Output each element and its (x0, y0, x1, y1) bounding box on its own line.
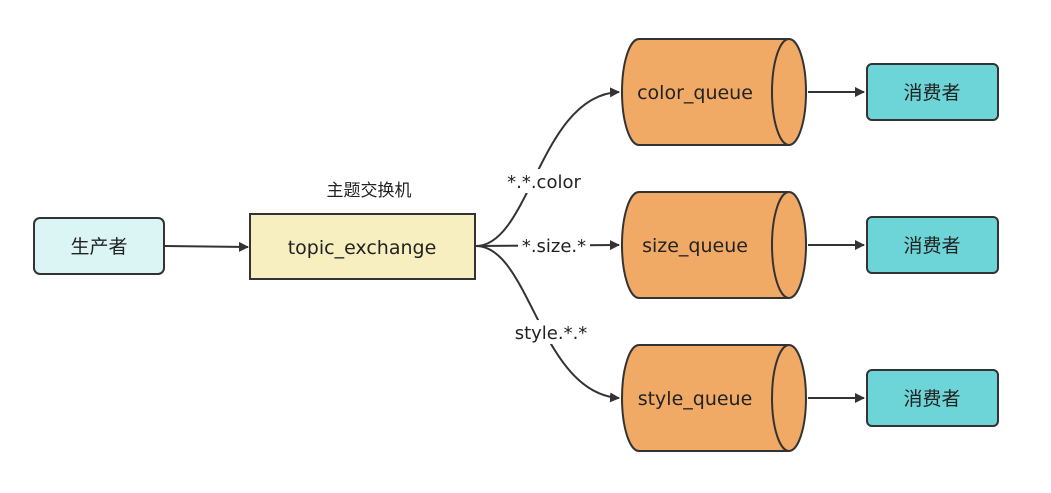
queue-style: style_queue (621, 344, 807, 452)
queue-size-label: size_queue (642, 235, 748, 257)
queue-style-label: style_queue (638, 388, 753, 410)
routing-key-style: style.*.* (515, 323, 588, 344)
consumer-2: 消费者 (866, 216, 999, 274)
routing-key-color-bg (502, 169, 586, 193)
queue-color-label: color_queue (637, 82, 753, 104)
producer-node: 生产者 (33, 217, 165, 275)
routing-key-size-bg (518, 234, 590, 258)
exchange-label: topic_exchange (288, 237, 437, 259)
consumer-1: 消费者 (866, 63, 999, 121)
queue-style-cap (771, 344, 790, 452)
consumer-2-label: 消费者 (903, 235, 960, 257)
producer-box (33, 217, 165, 275)
exchange-caption: 主题交换机 (327, 181, 412, 201)
queue-size: size_queue (621, 191, 807, 299)
consumer-1-box (866, 63, 999, 121)
exchange-node: topic_exchange (249, 213, 476, 280)
consumer-3: 消费者 (866, 369, 999, 427)
routing-key-style-bg (513, 320, 589, 344)
consumer-2-box (866, 216, 999, 274)
routing-key-color: *.*.color (507, 172, 581, 193)
queue-color-cap (771, 38, 790, 146)
queue-size-cap (771, 191, 790, 299)
consumer-1-label: 消费者 (903, 82, 960, 104)
edge-producer-to-exchange (164, 241, 249, 252)
routing-key-size: *.size.* (522, 236, 586, 257)
consumer-3-label: 消费者 (903, 388, 960, 410)
producer-label: 生产者 (70, 236, 127, 258)
queue-color: color_queue (621, 38, 807, 146)
consumer-3-box (866, 369, 999, 427)
exchange-box (249, 213, 476, 280)
